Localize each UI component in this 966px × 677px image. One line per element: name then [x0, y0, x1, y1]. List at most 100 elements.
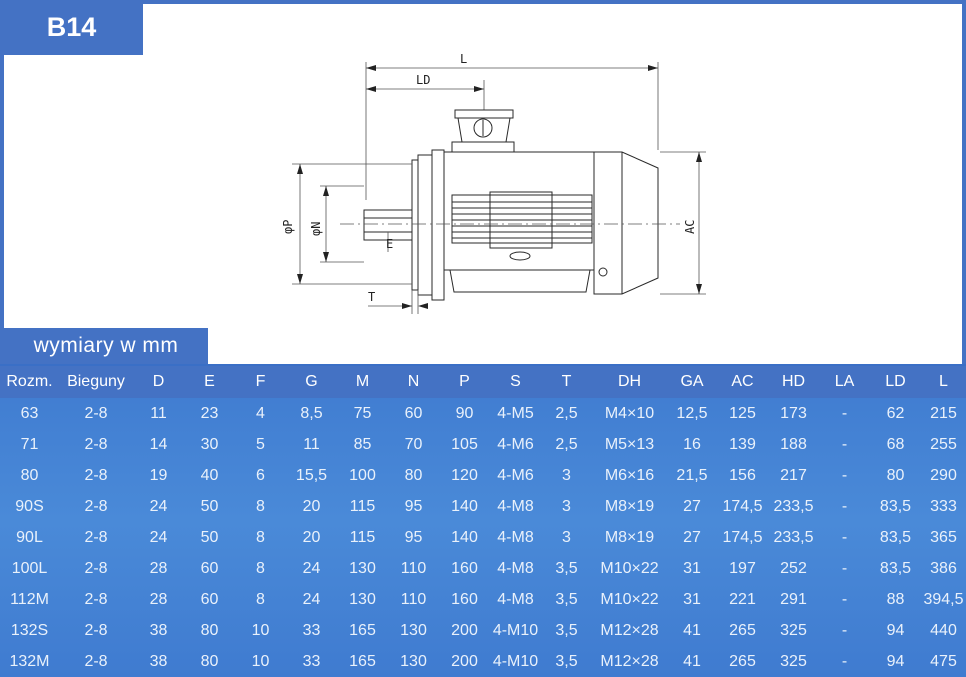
table-cell: 2-8 [84, 497, 108, 515]
table-cell: 41 [683, 652, 701, 670]
table-cell: 94 [886, 621, 905, 639]
label-p: φP [281, 220, 295, 234]
column-header: AC [717, 366, 768, 398]
table-cell: 2-8 [84, 590, 108, 608]
table-cell: 3 [562, 466, 571, 484]
table-cell: 8 [256, 590, 265, 608]
label-ld: LD [416, 73, 430, 87]
table-cell: 33 [302, 621, 321, 639]
table-cell: 24 [302, 590, 321, 608]
table-cell: 3,5 [555, 590, 578, 608]
table-cell: 2-8 [84, 435, 108, 453]
table-cell: 160 [451, 559, 478, 577]
column-header: Bieguny [59, 366, 133, 398]
table-cell: 4-M10 [492, 652, 539, 670]
table-cell: M12×28 [600, 621, 659, 639]
column-header: P [439, 366, 490, 398]
table-cell: 31 [683, 559, 701, 577]
table-cell: 188 [780, 435, 807, 453]
table-cell: 156 [729, 466, 756, 484]
table-cell: M10×22 [600, 559, 659, 577]
table-cell: 255 [930, 435, 957, 453]
table-cell: 11 [150, 404, 167, 422]
table-cell: 27 [683, 528, 701, 546]
column-header: D [133, 366, 184, 398]
table-cell: 6 [256, 466, 265, 484]
table-cell: 4-M8 [497, 497, 534, 515]
table-cell: - [841, 528, 848, 546]
table-cell: 132S [10, 621, 49, 639]
table-cell: 80 [20, 466, 39, 484]
table-cell: 365 [930, 528, 957, 546]
table-cell: - [841, 466, 848, 484]
table-cell: M4×10 [604, 404, 655, 422]
table-cell: 27 [683, 497, 701, 515]
table-cell: 215 [930, 404, 957, 422]
table-cell: 325 [780, 652, 807, 670]
table-cell: - [841, 435, 848, 453]
table-cell: 23 [200, 404, 219, 422]
table-cell: 95 [404, 497, 423, 515]
table-cell: M10×22 [600, 590, 659, 608]
table-cell: 265 [729, 621, 756, 639]
label-ac: AC [683, 220, 697, 234]
table-cell: 2,5 [555, 435, 578, 453]
table-cell: 265 [729, 652, 756, 670]
table-cell: 28 [149, 559, 168, 577]
table-cell: 325 [780, 621, 807, 639]
table-cell: 50 [200, 528, 219, 546]
dim-p: φP [281, 163, 412, 285]
table-cell: 70 [404, 435, 423, 453]
table-cell: 85 [353, 435, 372, 453]
table-cell: 110 [400, 559, 427, 577]
table-cell: - [841, 652, 848, 670]
table-cell: 2-8 [84, 466, 108, 484]
table-cell: 2-8 [84, 404, 108, 422]
table-cell: 60 [200, 559, 219, 577]
column-header: DH [592, 366, 667, 398]
table-cell: 19 [149, 466, 168, 484]
table-cell: 75 [353, 404, 372, 422]
table-cell: 3 [562, 528, 571, 546]
table-cell: M12×28 [600, 652, 659, 670]
table-cell: 115 [349, 528, 376, 546]
table-cell: 4-M10 [492, 621, 539, 639]
table-cell: 88 [886, 590, 905, 608]
table-cell: 28 [149, 590, 168, 608]
table-cell: 8 [256, 528, 265, 546]
table-cell: 8,5 [300, 404, 323, 422]
motor-drawing: L LD E [281, 52, 706, 314]
table-cell: 440 [930, 621, 957, 639]
table-cell: 233,5 [773, 497, 814, 515]
table-cell: 140 [451, 528, 478, 546]
label-l: L [460, 52, 467, 66]
table-cell: 165 [349, 621, 376, 639]
table-cell: 11 [303, 435, 320, 453]
table-cell: 83,5 [879, 559, 912, 577]
dim-t: T [368, 290, 428, 314]
table-cell: - [841, 404, 848, 422]
table-cell: 83,5 [879, 497, 912, 515]
column-header: N [388, 366, 439, 398]
table-cell: 130 [349, 559, 376, 577]
table-cell: 174,5 [722, 497, 763, 515]
table-cell: 291 [780, 590, 807, 608]
column-header: S [490, 366, 541, 398]
table-cell: 173 [780, 404, 807, 422]
table-cell: 105 [451, 435, 478, 453]
table-cell: 15,5 [295, 466, 328, 484]
table-cell: 290 [930, 466, 957, 484]
table-cell: 80 [200, 621, 219, 639]
table-cell: 252 [780, 559, 807, 577]
table-cell: 4-M6 [497, 435, 534, 453]
table-cell: 83,5 [879, 528, 912, 546]
table-cell: 38 [149, 652, 168, 670]
